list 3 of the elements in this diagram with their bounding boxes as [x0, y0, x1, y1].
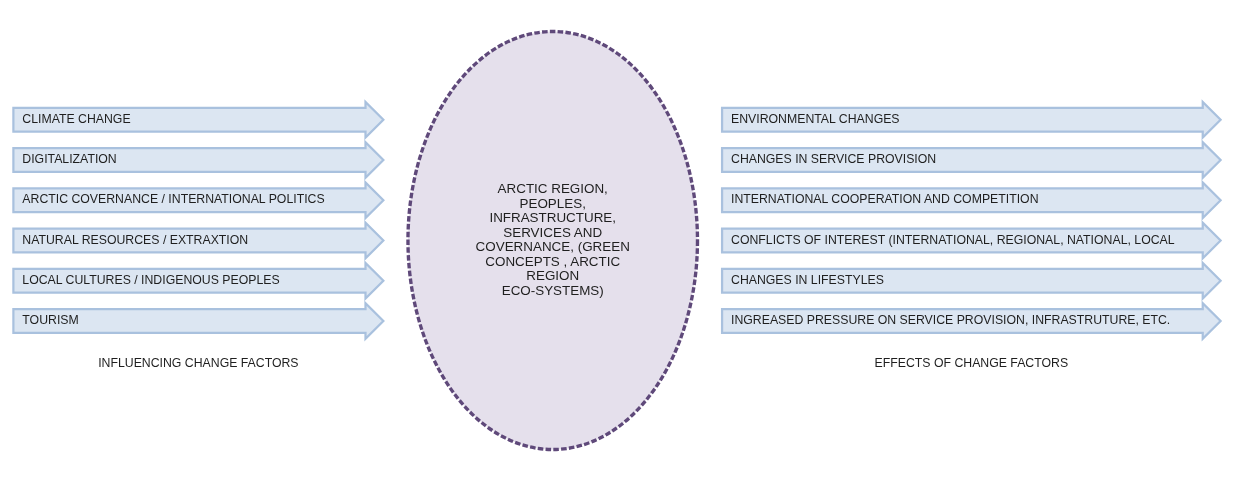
node-ellipse: ARCTIC REGION, PEOPLES, INFRASTRUCTURE, SERVICES AND COVERNANCE, (GREEN CONCEPTS , ARCTIC REGION ECO-SYSTEMS)	[406, 29, 700, 451]
label: EFFECTS OF CHANGE FACTORS	[874, 355, 1069, 370]
label: INFLUENCING CHANGE FACTORS	[98, 355, 299, 370]
